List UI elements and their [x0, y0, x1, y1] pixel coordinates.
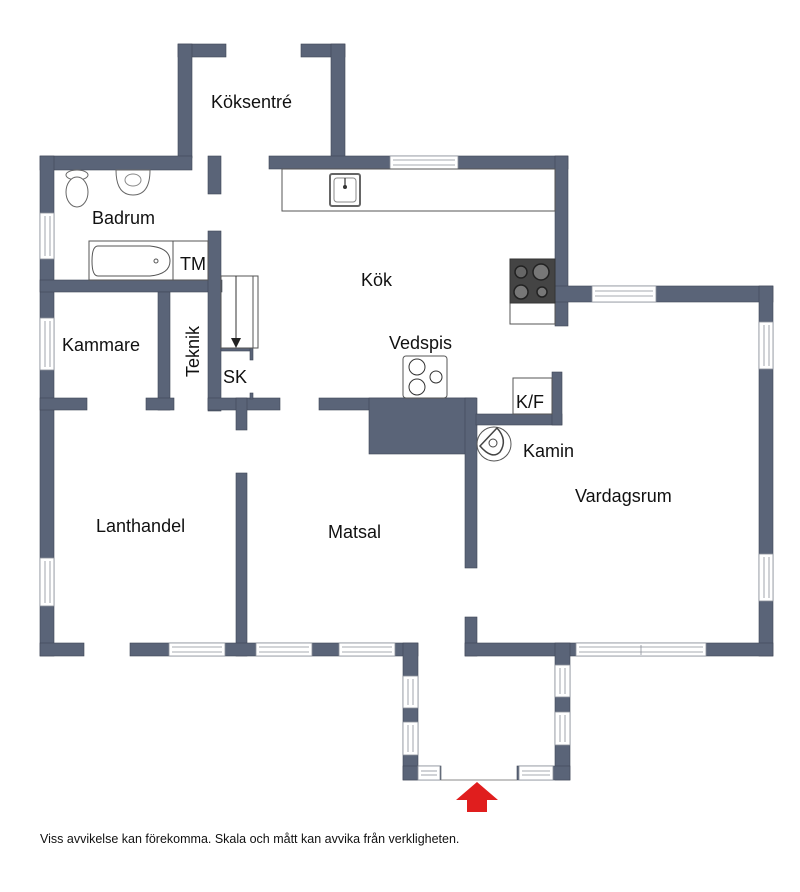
- window: [39, 557, 55, 607]
- room-label-sk: SK: [223, 367, 248, 387]
- room-label-tm: TM: [180, 254, 206, 274]
- disclaimer-text: Viss avvikelse kan förekomma. Skala och …: [40, 832, 460, 846]
- room-label-lanthandel: Lanthandel: [96, 516, 186, 536]
- window: [39, 317, 55, 371]
- koksentre-walls: [177, 43, 346, 159]
- window: [389, 155, 459, 170]
- kammare-walls: [39, 291, 281, 431]
- room-label-kok: Kök: [361, 270, 393, 290]
- fridge-freezer: [512, 377, 553, 415]
- fixture-label-kf: K/F: [516, 392, 545, 412]
- room-label-teknik: Teknik: [183, 325, 203, 377]
- sink-icon: [329, 173, 361, 207]
- bottom-walls-left: [39, 642, 419, 781]
- window: [575, 642, 707, 657]
- room-label-kammare: Kammare: [62, 335, 141, 355]
- room-label-vardagsrum: Vardagsrum: [575, 486, 672, 506]
- window: [338, 642, 396, 657]
- chimney-block: [318, 371, 563, 569]
- bathtub-icon: [88, 240, 209, 281]
- living-room-walls: [464, 285, 774, 781]
- window: [758, 321, 774, 370]
- window: [168, 642, 226, 657]
- interior-wall: [235, 472, 248, 657]
- window: [518, 664, 571, 781]
- window: [758, 553, 774, 602]
- fixture-label-kamin: Kamin: [523, 441, 575, 461]
- room-label-badrum: Badrum: [92, 208, 156, 228]
- toilet-icon: [65, 169, 89, 208]
- stairs: [220, 275, 259, 349]
- entrance-arrow-icon: [456, 782, 498, 812]
- kitchen-counter: [281, 168, 556, 212]
- window: [39, 212, 55, 260]
- window: [402, 675, 441, 781]
- fixture-label-vedspis: Vedspis: [389, 333, 453, 353]
- window: [591, 285, 657, 303]
- stove-icon: [509, 258, 556, 325]
- fireplace-icon: [476, 426, 512, 462]
- wood-stove-icon: [402, 355, 448, 399]
- window: [255, 642, 313, 657]
- room-label-matsal: Matsal: [328, 522, 382, 542]
- washbasin-icon: [115, 169, 151, 196]
- room-label-koksentre: Köksentré: [211, 92, 293, 112]
